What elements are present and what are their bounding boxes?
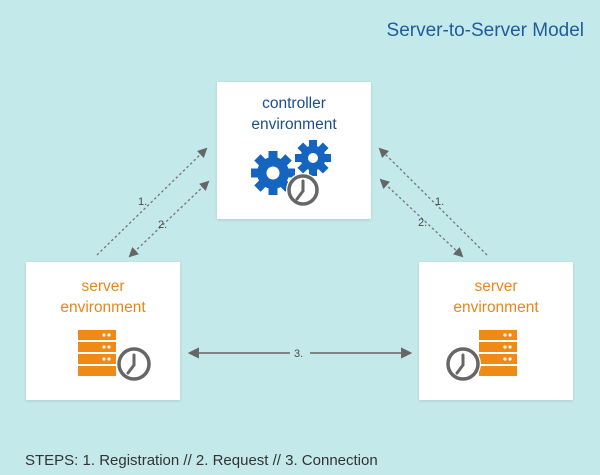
arrow-left-registration	[96, 147, 208, 256]
arrow-left-request	[128, 180, 210, 258]
controller-environment-box: controller environment	[217, 82, 371, 219]
gears-clock-icon	[251, 140, 331, 207]
connector-label-right-2: 2.	[418, 217, 427, 229]
controller-label-line1: controller	[262, 95, 326, 112]
connector-label-bottom-3: 3.	[294, 348, 303, 360]
diagram-title: Server-to-Server Model	[386, 20, 584, 41]
server-right-label-line1: server	[474, 278, 518, 295]
server-right-label: server environment	[419, 276, 573, 318]
server-environment-box-right: server environment	[419, 262, 573, 400]
connector-label-left-2: 2.	[158, 219, 167, 231]
arrow-right-registration	[378, 147, 488, 256]
controller-label-line2: environment	[251, 116, 337, 133]
server-stack-clock-icon	[78, 330, 152, 382]
server-left-label-line2: environment	[60, 299, 146, 316]
controller-label: controller environment	[217, 93, 371, 135]
server-left-label-line1: server	[81, 278, 125, 295]
connector-label-right-1: 1.	[435, 196, 444, 208]
connection-label-bg	[290, 345, 310, 360]
server-left-label: server environment	[26, 276, 180, 318]
server-right-label-line2: environment	[453, 299, 539, 316]
steps-legend: STEPS: 1. Registration // 2. Request // …	[25, 452, 378, 469]
arrow-right-request	[379, 178, 464, 258]
server-environment-box-left: server environment	[26, 262, 180, 400]
connector-label-left-1: 1.	[138, 196, 147, 208]
server-stack-clock-icon	[445, 330, 517, 382]
